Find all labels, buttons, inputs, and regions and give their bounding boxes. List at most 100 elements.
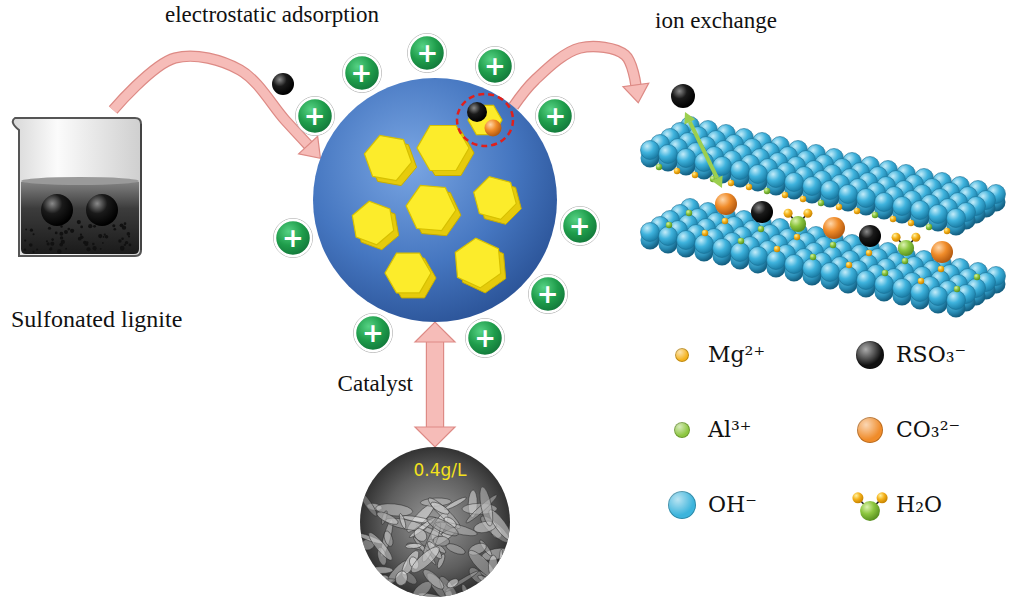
liquid-surface: [21, 177, 139, 185]
charge-ring: [475, 46, 514, 85]
sediment-dot: [86, 241, 88, 243]
connector-outline: [513, 47, 635, 107]
hydrogen-ball: [892, 233, 901, 242]
charge-disc: [537, 98, 573, 134]
hydroxide-ball: [857, 271, 876, 290]
charge-sign: +: [304, 103, 326, 129]
sediment-dot: [64, 230, 68, 234]
highlight-ellipse: [457, 94, 513, 146]
aluminium-dot: [666, 222, 672, 228]
sulfonate-ball: [272, 73, 294, 95]
sem-flake: [394, 570, 409, 587]
oxygen-ball: [898, 240, 914, 256]
charge-disc: [562, 208, 598, 244]
sediment-dot: [100, 248, 102, 250]
sediment-dot: [120, 246, 124, 250]
carbonate-ball: [715, 193, 737, 215]
sediment-dot: [67, 228, 70, 231]
sediment-dot: [78, 237, 82, 241]
sulfonate-ball: [751, 201, 773, 223]
hexagon-platelet: [385, 253, 431, 293]
hydroxide-ball: [641, 141, 660, 160]
charge-ring: [560, 206, 599, 245]
layered-hydroxide-node: ion exchange: [642, 88, 1015, 318]
connector-outline: [113, 56, 308, 145]
charge-ring: [353, 314, 392, 353]
magnesium-dot: [702, 230, 708, 236]
sediment-dot: [124, 244, 126, 246]
sediment-dot: [24, 248, 26, 250]
hydroxide-ball: [731, 243, 750, 262]
charge-disc: [409, 35, 445, 71]
legend-text: Al³⁺: [708, 418, 751, 442]
aluminium-dot: [764, 188, 770, 194]
sem-flake: [477, 486, 495, 527]
hydroxide-ball: [659, 227, 678, 246]
sediment-dot: [128, 235, 130, 237]
charge-disc: [467, 320, 503, 356]
sem-flake: [377, 584, 401, 599]
hydroxide-ball: [677, 149, 696, 168]
legend-text: H₂O: [896, 493, 942, 517]
magnesium-dot: [674, 168, 680, 174]
magnesium-dot: [866, 250, 872, 256]
hydroxide-ball: [821, 263, 840, 282]
sem-image-circle: 0.4g/L: [360, 447, 510, 597]
aluminium-dot: [738, 238, 744, 244]
hydroxide-sheet: [641, 199, 1006, 318]
charge-sign: +: [569, 213, 591, 239]
sphere-body: [313, 78, 557, 322]
sediment-dot: [122, 225, 126, 229]
charge-disc: [275, 220, 311, 256]
legend-item: CO₃²⁻: [850, 410, 960, 450]
sem-flake: [382, 530, 394, 548]
aluminium-dot: [902, 258, 908, 264]
aluminium-dot: [758, 226, 764, 232]
swatch-holder: [850, 410, 890, 450]
hydroxide-ball: [803, 177, 822, 196]
aluminium-dot: [926, 224, 932, 230]
charge-sign: +: [416, 40, 438, 66]
sulfonate-ball: [671, 84, 695, 108]
sediment-dot: [29, 243, 33, 247]
charge-ring: [342, 53, 381, 92]
hydroxide-ball: [749, 165, 768, 184]
aluminium-dot: [656, 164, 662, 170]
sediment-dot: [51, 238, 54, 241]
carbonate-ball: [485, 120, 502, 137]
hexagon-platelet: [352, 201, 393, 244]
process-arrow: [427, 342, 443, 427]
charge-ring: [295, 96, 334, 135]
hydroxide-ball: [767, 169, 786, 188]
sediment-dot: [121, 237, 124, 240]
sem-flake: [429, 500, 451, 517]
sediment-dot: [48, 227, 51, 230]
beaker-illustration: [5, 110, 235, 338]
stage-heading: ion exchange: [655, 8, 1022, 34]
sediment-dot: [25, 229, 27, 231]
charge-ring: [528, 275, 567, 314]
aluminium-dot: [810, 254, 816, 260]
beaker-liquid: [21, 178, 139, 254]
magnesium-dot: [854, 208, 860, 214]
hydroxide-ball: [713, 239, 732, 258]
catalyst-sphere: electrostatic adsorption: [313, 78, 557, 322]
legend-item: H₂O: [850, 485, 942, 525]
sem-flake: [424, 513, 460, 539]
positive-charge-circle: +: [465, 318, 505, 358]
charge-ring: [536, 96, 575, 135]
sediment-dot: [32, 251, 34, 253]
positive-charge-circle: +: [295, 96, 335, 136]
positive-charge-circle: +: [475, 46, 515, 86]
legend-text: Mg²⁺: [708, 343, 765, 367]
magnesium-dot: [918, 278, 924, 284]
positive-charge-circle: +: [560, 206, 600, 246]
magnesium-dot: [944, 228, 950, 234]
swatch-holder: [662, 410, 702, 450]
charge-sign: +: [362, 320, 384, 346]
hydroxide-ball: [785, 255, 804, 274]
sediment-dot: [49, 248, 52, 251]
oxygen-ball: [860, 501, 880, 521]
sediment-dot: [84, 242, 88, 246]
sem-flake: [359, 577, 397, 591]
